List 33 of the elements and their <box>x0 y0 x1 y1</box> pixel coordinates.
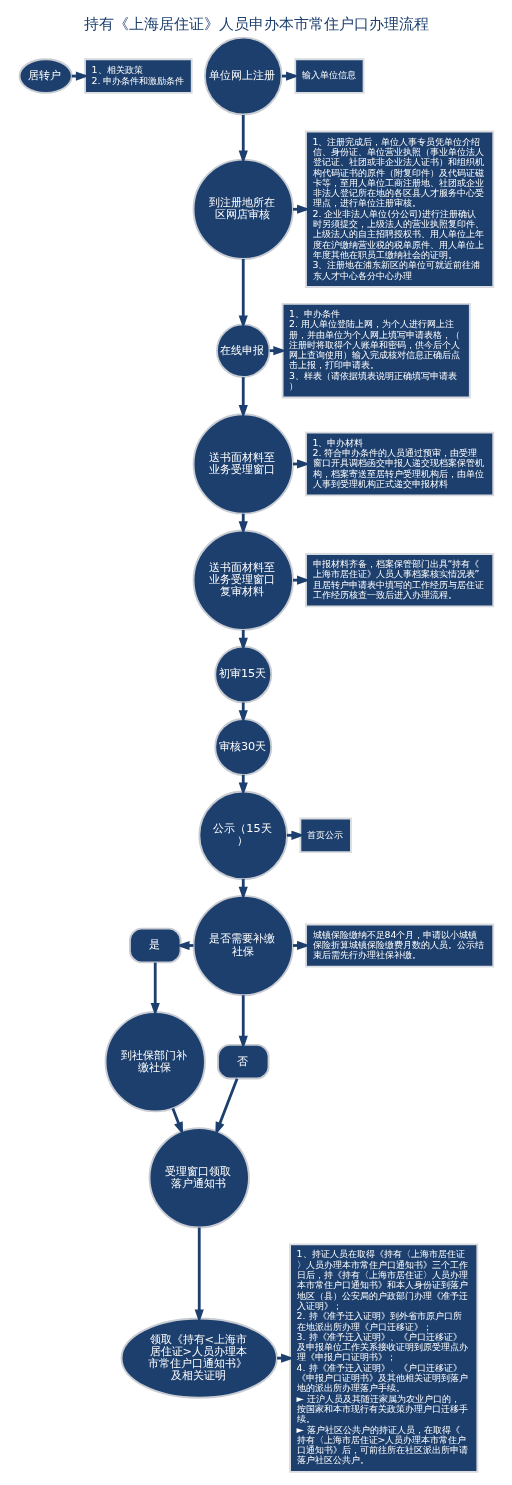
node-circle: 单位网上注册 <box>203 36 283 116</box>
arrow <box>214 1078 238 1136</box>
arrow <box>238 115 248 164</box>
diagram-title: 持有《上海居住证》人员申办本市常住户口办理流程 <box>83 14 429 33</box>
arrow <box>238 259 248 329</box>
arrow <box>238 630 248 651</box>
node-ellipse: 居转户 <box>18 58 73 94</box>
node-circle: 送书面材料至业务受理窗口复审材料 <box>192 529 294 631</box>
node-circle: 受理窗口领取落户通知书 <box>148 1127 250 1229</box>
node-circle: 审核30天 <box>213 718 272 776</box>
arrow <box>238 995 248 1049</box>
node-box: 申报材料齐备，档案保管部门出具“持有《上海市居住证》人员人事档案核实情况表”且居转户申请表中填写的工作经历与居住证工作经历核查一致后进入办理流程。 <box>304 553 494 608</box>
node-box: 1、申办条件 2. 用人单位登陆上网，为个人进行网上注册，并由单位为个人网上填写申请表格，（注册时将取得个人账单和密码，供今后个人网上查询使用）输入完成核对信息正确后点击上报，打印申请表。 3、样表（请依据填表说明正确填写申请表） <box>281 302 471 399</box>
node-circle: 公示（15天） <box>197 790 288 881</box>
node-box: 1、注册完成后，单位人事专员凭单位介绍信、身份证、单位营业执照（事业单位法人登记证、社团或非企业法人证书）和组织机构代码证书的原件（附复印件）及代码证磁卡等，至用人单位工商注册地、社团或企业非法人登记所在地的各区县人才服务中心受理点，进行单位注册审核。 2. 企业非法人单位(分公司)进行注册确认时另须提交，上级法人的营业执照复印件、上级法人的自主招聘授权书、用人单位上年度在沪缴纳营业税的税单原件、用人单位上年度其他在职员工缴纳社会的证明。 3、注册地在浦东新区的单位可就近前往浦东人才中心各分中心办理 <box>304 130 494 288</box>
arrow <box>194 1227 204 1323</box>
node-circle: 到注册地所在区网店审核 <box>192 158 294 260</box>
node-ellipse: 领取《持有<上海市居住证>人员办理本市常住户口通知书》及相关证明 <box>120 1317 278 1399</box>
node-circle: 是否需要补缴社保 <box>192 894 294 997</box>
node-box: 1、相关政策 2. 申办条件和激励条件 <box>83 58 193 94</box>
node-box: 是 <box>128 927 181 964</box>
node-circle: 到社保部门补缴社保 <box>104 1011 206 1113</box>
arrow <box>238 377 248 419</box>
node-box: 1、申办材料 2. 符合申办条件的人员通过预审，由受理窗口开具调档函交申报人递交现档案保管机构，档案寄送至居转户受理机构后，由单位人事到受理机构正式递交申报材料 <box>304 431 494 497</box>
node-circle: 送书面材料至业务受理窗口 <box>192 413 294 515</box>
node-box: 首页公示 <box>298 817 352 854</box>
node-box: 否 <box>216 1043 269 1080</box>
node-circle: 在线申报 <box>215 323 270 378</box>
node-circle: 初审15天 <box>213 645 272 704</box>
node-box: 城镇保险缴纳不足84个月，申请以小城镇保险折算城镇保险缴费月数的人员。公示结束后需先行办理社保补缴。 <box>304 923 494 968</box>
arrow <box>238 879 248 900</box>
node-box: 1、持证人员在取得《持有〈上海市居住证〉人员办理本市常住户口通知书》三个工作日后，持《持有〈上海市居住证〉人员办理本市常住户口通知书》和本人身份证到落户地区（县）公安局的户政部门办理《准予迁入证明》； 2. 持《准予迁入证明》到外省市原户口所在地派出所办理《户口迁移证》； 3. 持《准予迁入证明》、《户口迁移证》及申报单位工作关系接收证明到原受理点办理《申报户口证明书》； 4. 持《准予迁入证明》、《户口迁移证》《申报户口证明书》及其他相关证明到落户地的派出所办理落户手续。 ► 迁沪人员及其随迁家属为农业户口的，按国家和本市现行有关政策办理户口迁移手续。 ► 落户社区公共户的持证人员，在取得《持有〈上海市居住证>人员办理本市常住户口通知书》后，可前往所在社区派出所申请落户社区公共户。 <box>288 1243 478 1473</box>
node-box: 输入单位信息 <box>293 58 364 94</box>
